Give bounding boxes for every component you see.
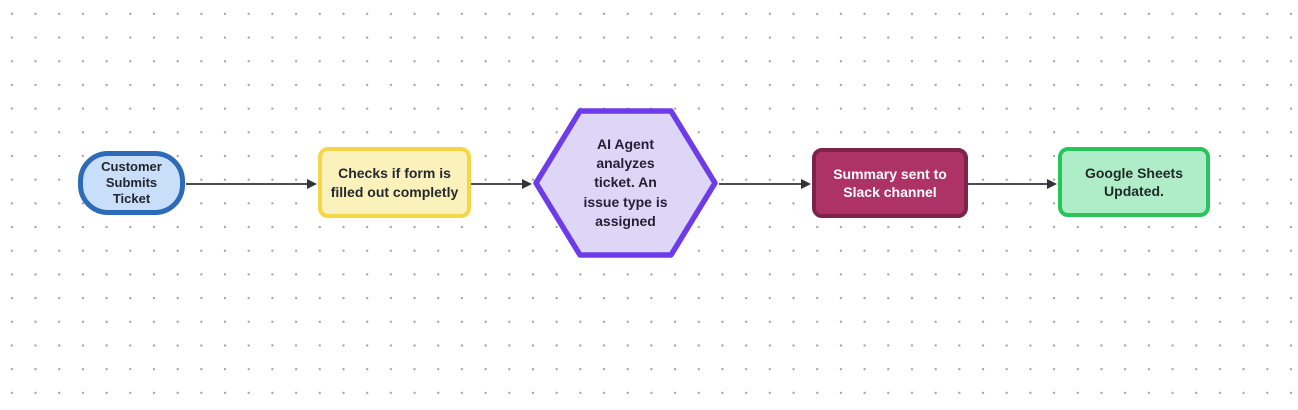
- arrowhead-icon: [307, 178, 317, 189]
- flow-node-summary-sent-slack[interactable]: Summary sent to Slack channel: [812, 148, 968, 218]
- node-label: AI Agent analyzes ticket. An issue type …: [583, 135, 668, 229]
- connector-checks-to-ai-agent[interactable]: [471, 178, 532, 189]
- flow-node-ai-agent-analyzes[interactable]: AI Agent analyzes ticket. An issue type …: [533, 108, 718, 258]
- connector-line: [719, 182, 801, 185]
- arrowhead-icon: [1047, 178, 1057, 189]
- connector-line: [471, 182, 522, 185]
- node-label: Google Sheets Updated.: [1084, 164, 1184, 199]
- hexagon-polygon: [533, 108, 718, 258]
- connector-line: [186, 182, 307, 185]
- connector-ai-agent-to-slack[interactable]: [719, 178, 811, 189]
- flow-node-customer-submits-ticket[interactable]: Customer Submits Ticket: [78, 151, 185, 215]
- flow-node-google-sheets-updated[interactable]: Google Sheets Updated.: [1058, 147, 1210, 217]
- arrowhead-icon: [522, 178, 532, 189]
- connector-slack-to-sheets[interactable]: [968, 178, 1057, 189]
- arrowhead-icon: [801, 178, 811, 189]
- node-label: Checks if form is filled out completly: [330, 165, 459, 200]
- hexagon-shape: [533, 108, 718, 258]
- node-label: Summary sent to Slack channel: [833, 165, 947, 200]
- flow-node-checks-form-filled[interactable]: Checks if form is filled out completly: [318, 147, 471, 218]
- connector-customer-to-checks[interactable]: [186, 178, 317, 189]
- node-label: Customer Submits Ticket: [101, 158, 162, 207]
- connector-line: [968, 182, 1047, 185]
